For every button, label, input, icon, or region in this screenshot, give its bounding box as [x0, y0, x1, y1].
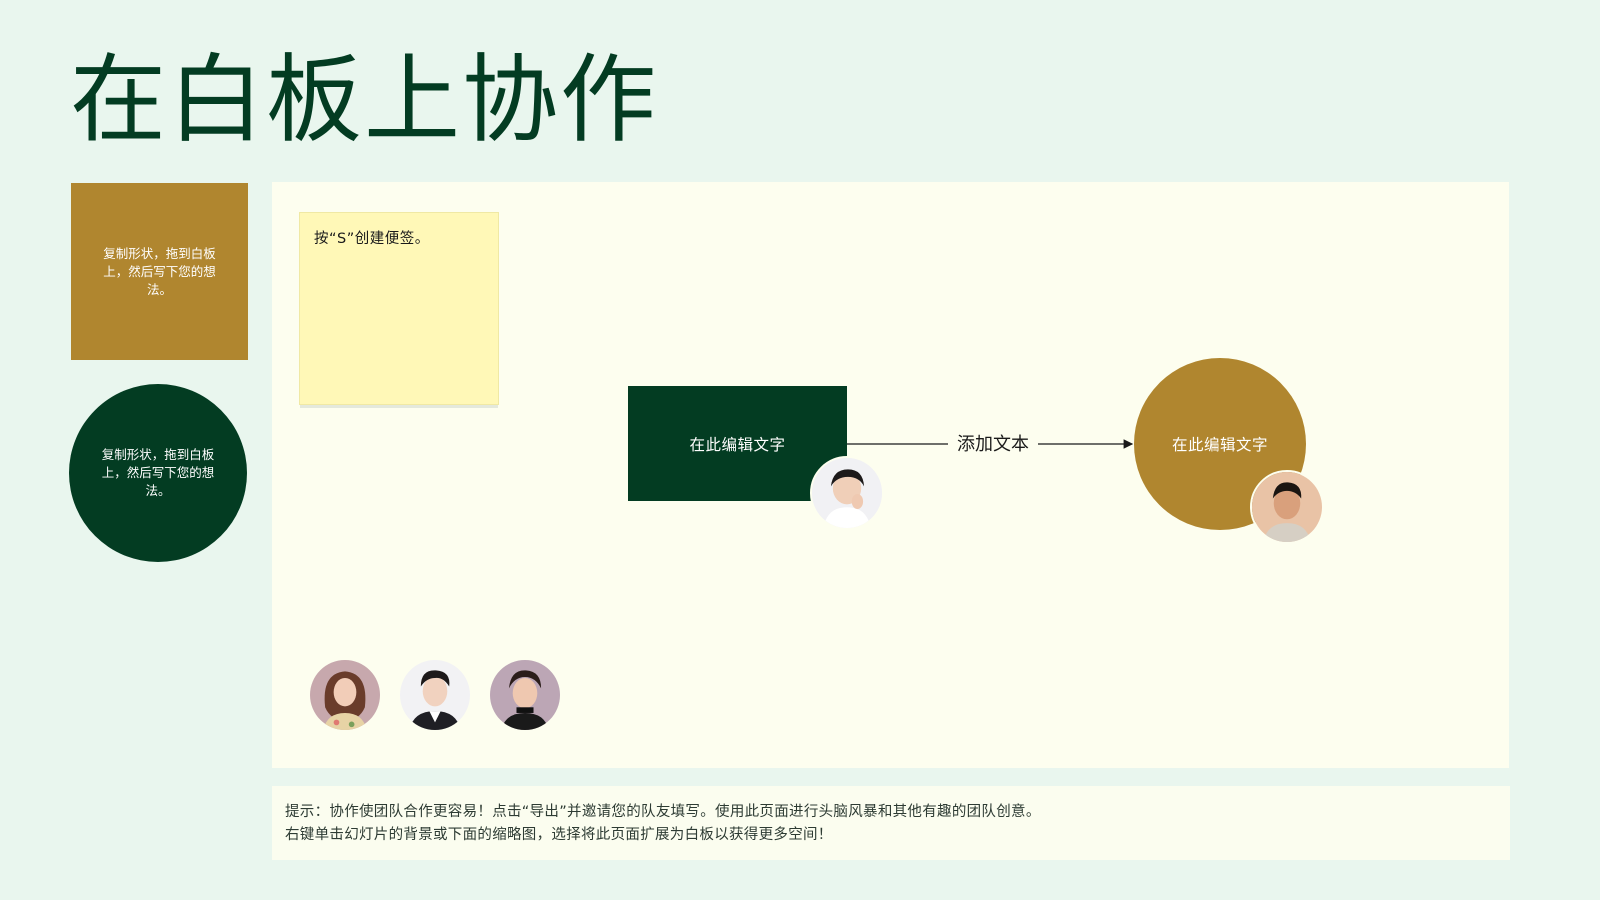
template-circle-shape[interactable]: 复制形状，拖到白板上，然后写下您的想法。	[69, 384, 247, 562]
collaborator-avatar[interactable]	[398, 658, 472, 732]
tip-box: 提示：协作使团队合作更容易！点击“导出”并邀请您的队友填写。使用此页面进行头脑风…	[272, 786, 1510, 860]
person-icon	[490, 660, 560, 730]
sticky-note[interactable]: 按“S”创建便签。	[299, 212, 499, 405]
person-icon	[1252, 472, 1322, 542]
circle-node-text: 在此编辑文字	[1171, 436, 1268, 454]
sticky-note-text: 按“S”创建便签。	[314, 231, 430, 247]
person-icon	[812, 458, 882, 528]
person-icon	[400, 660, 470, 730]
collaborator-avatar[interactable]	[810, 456, 884, 530]
page-title: 在白板上协作	[70, 44, 658, 156]
tip-line-2: 右键单击幻灯片的背景或下面的缩略图，选择将此页面扩展为白板以获得更多空间！	[285, 827, 833, 843]
template-square-shape[interactable]: 复制形状，拖到白板上，然后写下您的想法。	[71, 183, 248, 360]
square-shape-text: 复制形状，拖到白板上，然后写下您的想法。	[103, 245, 216, 297]
rectangle-node-text: 在此编辑文字	[689, 435, 786, 454]
collaborator-avatar[interactable]	[488, 658, 562, 732]
collaborator-avatar[interactable]	[1250, 470, 1324, 544]
connector-label[interactable]: 添加文本	[948, 432, 1038, 458]
collaborator-avatar[interactable]	[308, 658, 382, 732]
rectangle-node[interactable]: 在此编辑文字	[628, 386, 847, 501]
person-icon	[310, 660, 380, 730]
circle-shape-text: 复制形状，拖到白板上，然后写下您的想法。	[101, 447, 215, 498]
tip-line-1: 提示：协作使团队合作更容易！点击“导出”并邀请您的队友填写。使用此页面进行头脑风…	[285, 804, 1041, 820]
